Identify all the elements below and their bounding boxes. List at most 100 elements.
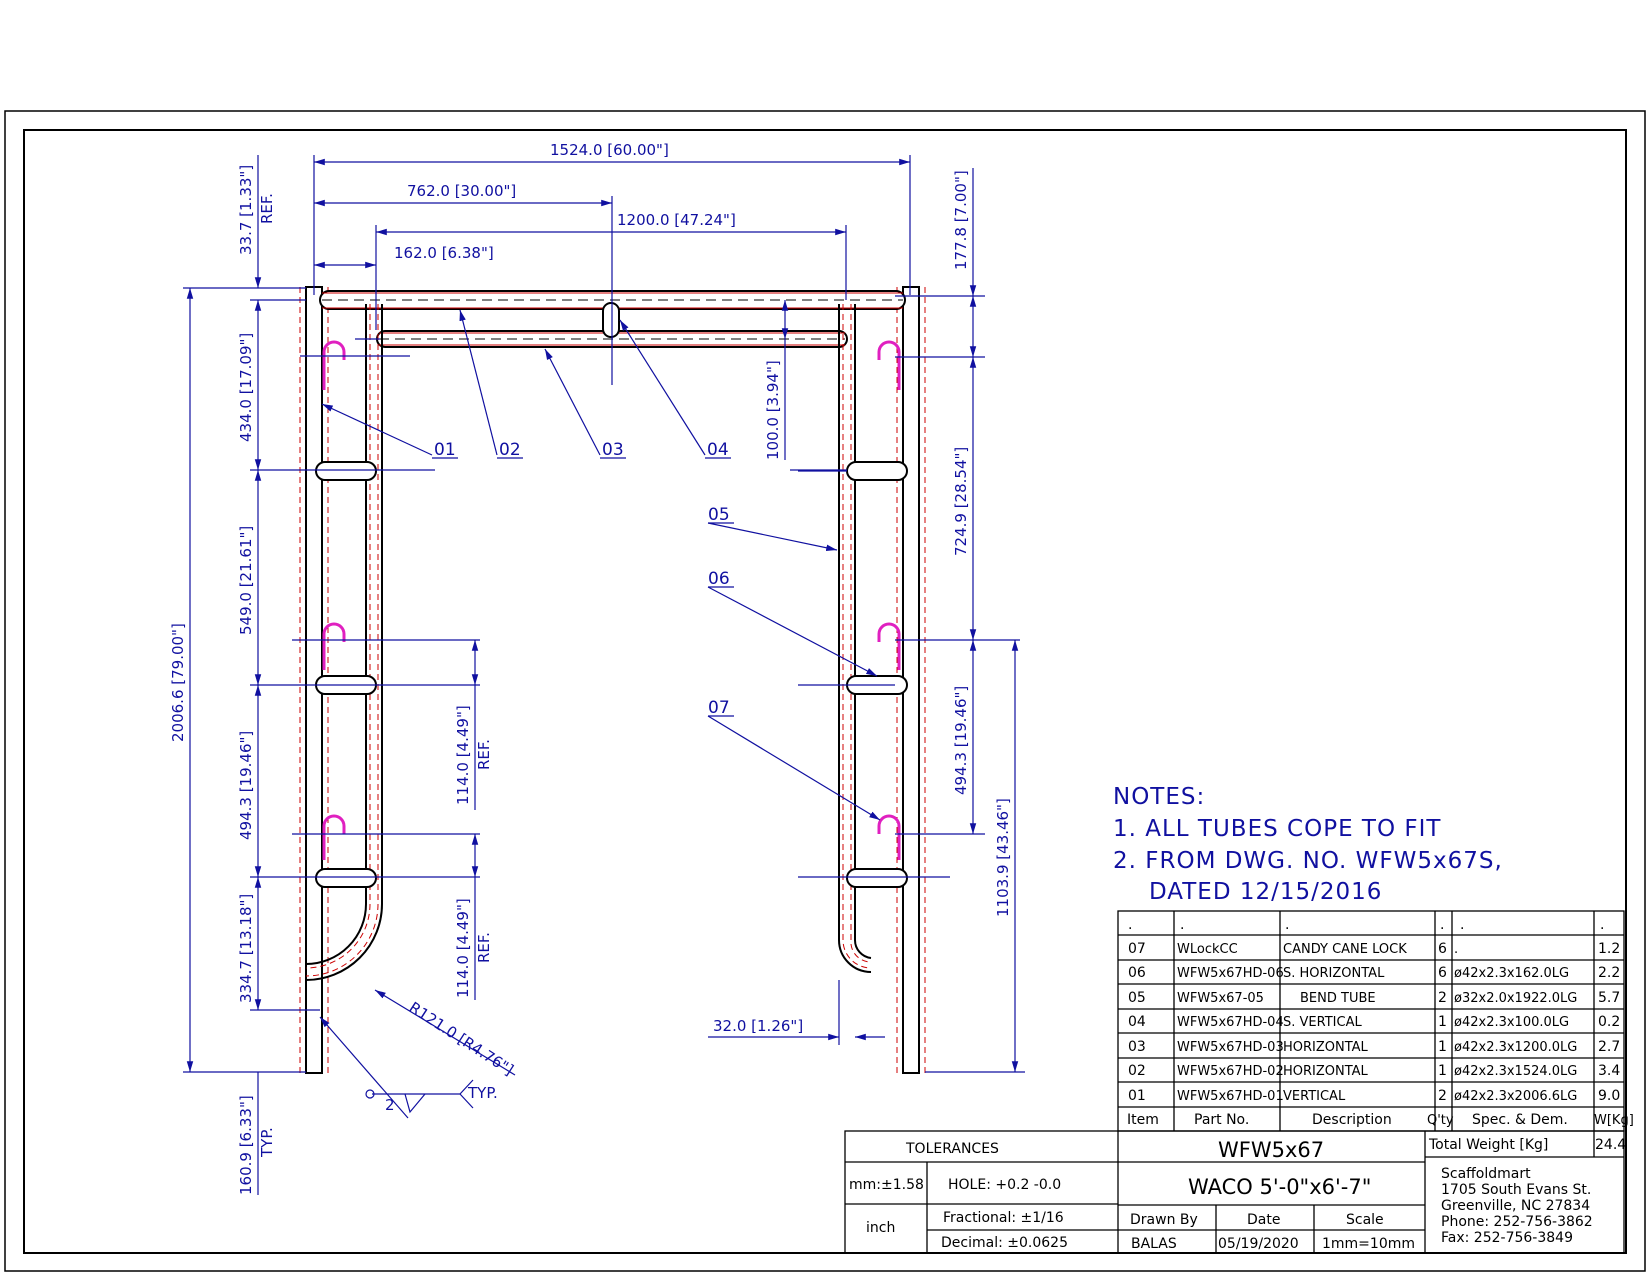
bom-header-part: Part No. [1194, 1112, 1249, 1128]
bom-part: WFW5x67HD-03 [1177, 1040, 1284, 1055]
total-weight: 24.4 [1595, 1137, 1626, 1153]
dim-overall-width: 1524.0 [60.00"] [550, 141, 669, 159]
drawing-date: 05/19/2020 [1218, 1236, 1299, 1252]
bom-spec: . [1454, 942, 1458, 957]
bom-spec: ø42x2.3x162.0LG [1454, 966, 1569, 981]
short-horizontal-tube [846, 868, 908, 888]
bom-weight: 2.7 [1598, 1039, 1620, 1055]
bom-part: WFW5x67HD-04 [1177, 1015, 1284, 1030]
bom-weight: 3.4 [1598, 1063, 1620, 1079]
bom-dot: . [1285, 917, 1289, 933]
drawing-scale: 1mm=10mm [1322, 1236, 1415, 1252]
bom-header-weight: W[Kg] [1594, 1113, 1634, 1128]
bom-table: . . . . . . 07 WLockCC CANDY CANE LOCK 6… [1117, 910, 1634, 1132]
scaffold-frame [299, 286, 926, 1074]
company-address-2: Greenville, NC 27834 [1441, 1198, 1590, 1214]
bom-weight: 2.2 [1598, 965, 1620, 981]
candy-cane-lock [322, 340, 901, 860]
callout-07: 07 [708, 698, 730, 718]
bom-item: 04 [1128, 1014, 1146, 1030]
bom-qty: 1 [1438, 1063, 1447, 1079]
dim-bottom-typ: 160.9 [6.33"] [237, 1095, 255, 1195]
tolerance-decimal: Decimal: ±0.0625 [941, 1235, 1068, 1251]
bom-qty: 6 [1438, 965, 1447, 981]
bom-desc: S. HORIZONTAL [1283, 966, 1385, 981]
callouts: 01 02 03 04 05 06 07 [434, 440, 730, 718]
bom-item: 02 [1128, 1063, 1146, 1079]
dim-100: 100.0 [3.94"] [764, 360, 782, 460]
bom-weight: 1.2 [1598, 941, 1620, 957]
bom-spec: ø32x2.0x1922.0LG [1454, 991, 1577, 1006]
dim-334: 334.7 [13.18"] [237, 894, 255, 1003]
tolerances-label: TOLERANCES [905, 1141, 999, 1157]
callout-03: 03 [602, 440, 624, 460]
dim-inner-width: 1200.0 [47.24"] [617, 211, 736, 229]
short-horizontal-tube [315, 868, 377, 888]
bom-row: 01 WFW5x67HD-01 VERTICAL 2 ø42x2.3x2006.… [1128, 1088, 1620, 1104]
bom-dot: . [1128, 917, 1132, 933]
dim-radius: R121.0 [R4.76"] [406, 998, 517, 1079]
company-fax: Fax: 252-756-3849 [1441, 1230, 1573, 1246]
bom-weight: 9.0 [1598, 1088, 1620, 1104]
bom-dot: . [1180, 917, 1184, 933]
drawn-by-label: Drawn By [1130, 1212, 1198, 1228]
note-2: 2. FROM DWG. NO. WFW5x67S, [1113, 848, 1503, 874]
bom-part: WFW5x67HD-01 [1177, 1089, 1284, 1104]
inner-border [23, 129, 1627, 1254]
dim-ref-note-b: REF. [475, 932, 493, 963]
dim-half-width: 762.0 [30.00"] [407, 182, 516, 200]
scale-label: Scale [1346, 1212, 1384, 1228]
tolerance-inch: inch [866, 1220, 895, 1236]
dim-right-724: 724.9 [28.54"] [952, 447, 970, 556]
dim-right-top: 177.8 [7.00"] [952, 170, 970, 270]
tolerance-fractional: Fractional: ±1/16 [943, 1210, 1064, 1226]
bom-desc: HORIZONTAL [1283, 1064, 1369, 1079]
weld-number: 2 [385, 1096, 395, 1114]
bom-row: 05 WFW5x67-05 BEND TUBE 2 ø32x2.0x1922.0… [1128, 990, 1620, 1006]
bom-item: 06 [1128, 965, 1146, 981]
dim-top-ref: 33.7 [1.33"] [237, 165, 255, 255]
callout-05: 05 [708, 505, 730, 525]
bom-weight: 5.7 [1598, 990, 1620, 1006]
bom-qty: 6 [1438, 941, 1447, 957]
dim-overall-height: 2006.6 [79.00"] [169, 623, 187, 742]
bom-desc: CANDY CANE LOCK [1283, 942, 1407, 957]
bom-part: WLockCC [1177, 942, 1238, 957]
notes-title: NOTES: [1113, 784, 1205, 810]
bom-qty: 2 [1438, 990, 1447, 1006]
bom-item: 05 [1128, 990, 1146, 1006]
bom-header-desc: Description [1312, 1112, 1392, 1128]
tolerance-hole: HOLE: +0.2 -0.0 [948, 1177, 1061, 1193]
bom-row: 07 WLockCC CANDY CANE LOCK 6 . 1.2 [1128, 941, 1620, 957]
tolerance-mm: mm:±1.58 [849, 1177, 924, 1193]
dim-ref-114-b: 114.0 [4.49"] [454, 898, 472, 998]
bom-header-qty: Q'ty [1427, 1113, 1454, 1128]
bom-row: 04 WFW5x67HD-04 S. VERTICAL 1 ø42x2.3x10… [1128, 1014, 1620, 1030]
title-block: TOLERANCES mm:±1.58 HOLE: +0.2 -0.0 inch… [844, 1130, 1626, 1254]
bom-part: WFW5x67HD-06 [1177, 966, 1284, 981]
short-horizontal-tube [315, 461, 377, 481]
bom-spec: ø42x2.3x1524.0LG [1454, 1064, 1577, 1079]
dim-434: 434.0 [17.09"] [237, 333, 255, 442]
callout-06: 06 [708, 569, 730, 589]
short-vertical-tube [602, 302, 620, 338]
bom-desc: BEND TUBE [1300, 991, 1376, 1006]
dim-bottom-typ-note: TYP. [258, 1127, 276, 1158]
bom-dot: . [1440, 917, 1444, 933]
bom-row: 06 WFW5x67HD-06 S. HORIZONTAL 6 ø42x2.3x… [1128, 965, 1620, 981]
bom-header-spec: Spec. & Dem. [1472, 1112, 1568, 1128]
bom-qty: 1 [1438, 1039, 1447, 1055]
callout-04: 04 [707, 440, 729, 460]
bom-qty: 1 [1438, 1014, 1447, 1030]
part-number: WFW5x67 [1218, 1138, 1324, 1162]
dim-top-ref-note: REF. [258, 193, 276, 224]
bom-item: 03 [1128, 1039, 1146, 1055]
bom-item: 01 [1128, 1088, 1146, 1104]
bom-item: 07 [1128, 941, 1146, 957]
callout-02: 02 [499, 440, 521, 460]
dim-offset: 162.0 [6.38"] [394, 244, 494, 262]
dim-offset-32: 32.0 [1.26"] [713, 1017, 803, 1035]
dim-right-1103: 1103.9 [43.46"] [994, 798, 1012, 917]
bom-desc: HORIZONTAL [1283, 1040, 1369, 1055]
